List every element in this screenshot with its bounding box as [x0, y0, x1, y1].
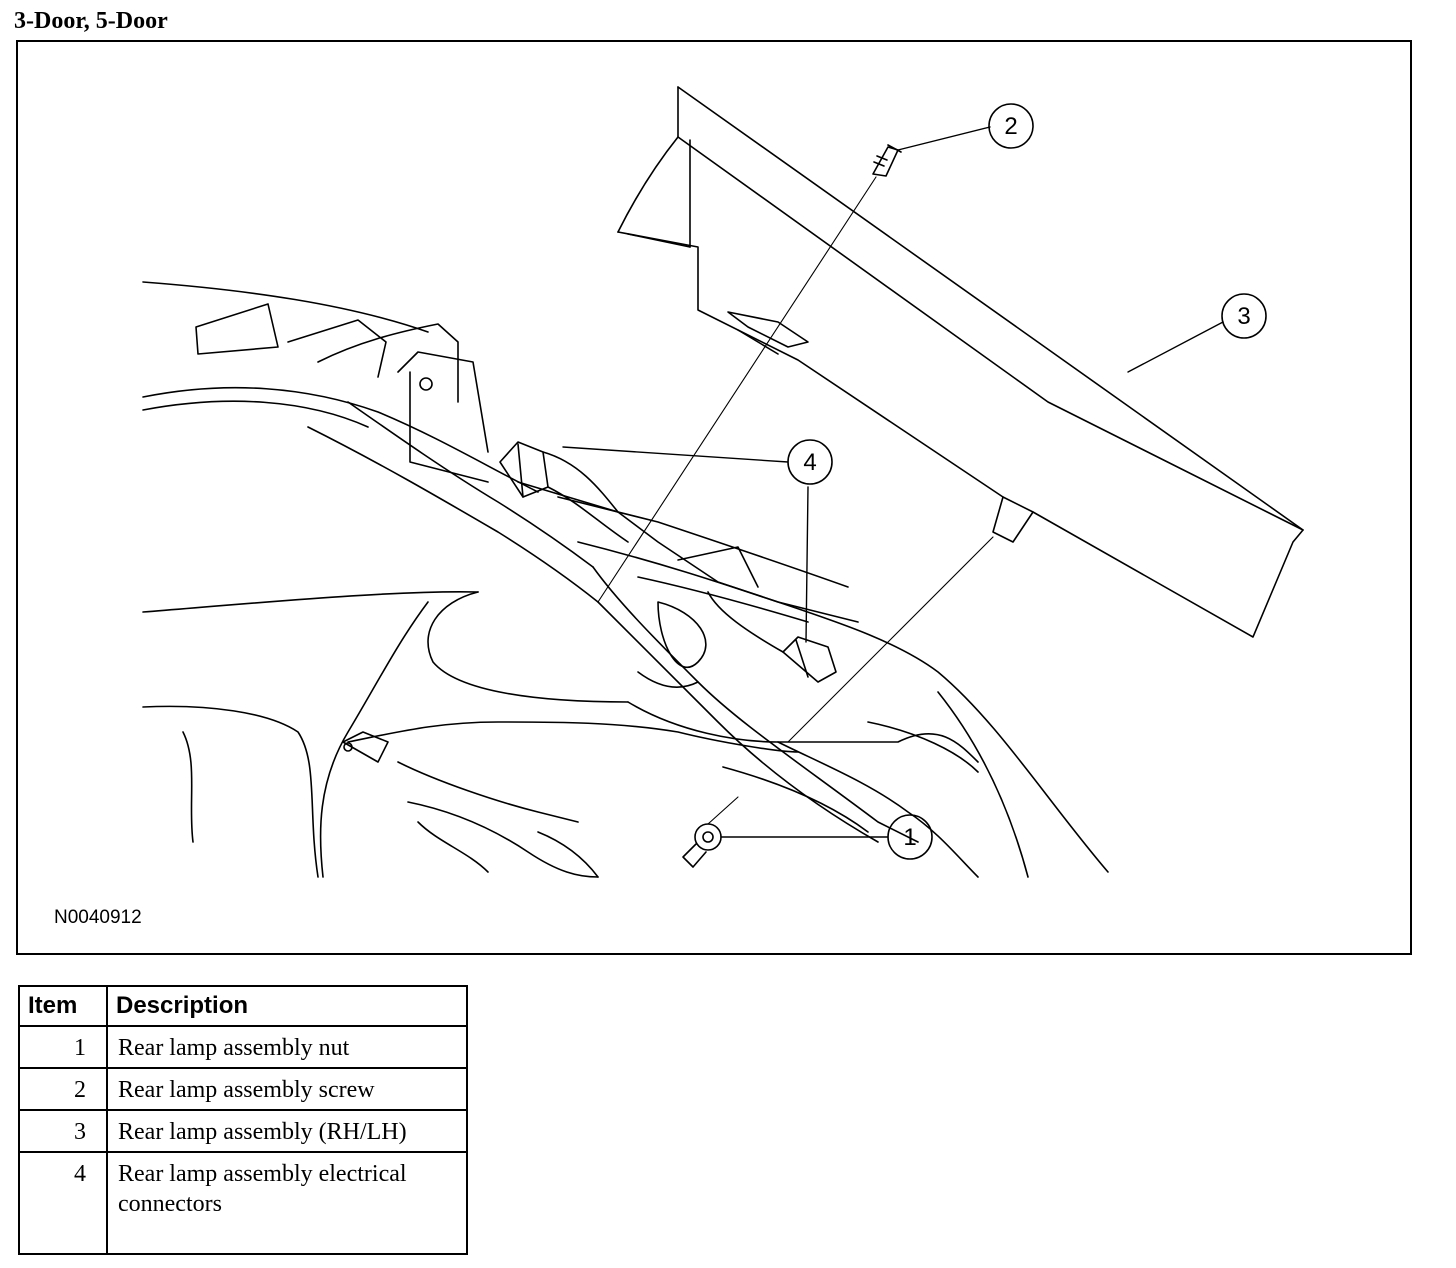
- vehicle-body-outline: [142, 281, 1109, 878]
- legend-item-number: 1: [18, 1025, 108, 1069]
- legend-item-description: Rear lamp assembly electrical connectors: [106, 1151, 468, 1255]
- callout-leaders: [562, 126, 1224, 838]
- callout-circle-3: [1221, 293, 1267, 339]
- legend-item-description: Rear lamp assembly screw: [106, 1067, 468, 1111]
- lamp-screw: [872, 144, 902, 177]
- legend-row: 2 Rear lamp assembly screw: [18, 1067, 468, 1111]
- legend-item-number: 3: [18, 1109, 108, 1153]
- legend-item-number: 4: [18, 1151, 108, 1255]
- diagram-heading: 3-Door, 5-Door: [14, 8, 168, 34]
- legend-header-description: Description: [106, 985, 468, 1027]
- legend-item-description: Rear lamp assembly nut: [106, 1025, 468, 1069]
- rear-lamp-assembly: [617, 86, 1304, 638]
- electrical-connector-lower: [707, 591, 837, 683]
- callout-label-1: 1: [903, 824, 916, 851]
- legend-header-row: Item Description: [18, 985, 468, 1027]
- callout-label-3: 3: [1237, 303, 1250, 330]
- parts-legend-table: Item Description 1 Rear lamp assembly nu…: [18, 985, 468, 1255]
- legend-item-number: 2: [18, 1067, 108, 1111]
- exploded-view-drawing: 2 3 4 1: [142, 86, 1304, 878]
- legend-row: 4 Rear lamp assembly electrical connecto…: [18, 1151, 468, 1255]
- legend-row: 1 Rear lamp assembly nut: [18, 1025, 468, 1069]
- callout-circle-1: [887, 814, 933, 860]
- callout-circle-2: [988, 103, 1034, 149]
- callout-label-4: 4: [803, 449, 816, 476]
- legend-item-description: Rear lamp assembly (RH/LH): [106, 1109, 468, 1153]
- legend-row: 3 Rear lamp assembly (RH/LH): [18, 1109, 468, 1153]
- callout-circle-4: [787, 439, 833, 485]
- figure-id: N0040912: [54, 907, 142, 928]
- lamp-nut: [682, 823, 722, 868]
- electrical-connector-upper: [499, 441, 629, 543]
- assembly-guide-lines: [597, 176, 994, 825]
- legend-header-item: Item: [18, 985, 108, 1027]
- exploded-view-figure: 2 3 4 1 N0040912: [16, 40, 1412, 955]
- callout-label-2: 2: [1004, 113, 1017, 140]
